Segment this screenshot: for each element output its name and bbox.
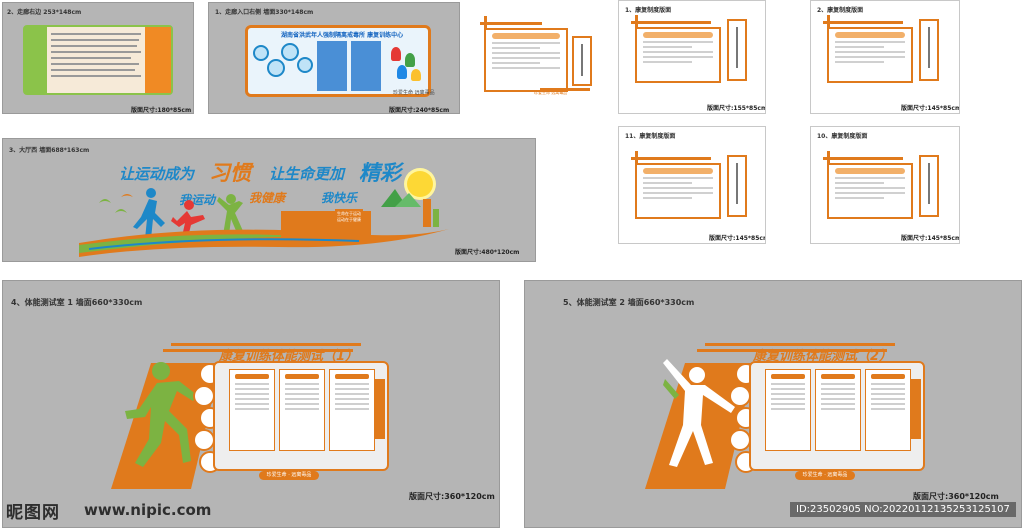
- entry-bubble: [297, 57, 313, 73]
- vertical-board: [919, 19, 939, 81]
- kick-figure-icon: [171, 200, 205, 241]
- entry-sport-figures: [387, 43, 425, 83]
- nipic-logo: 昵图网: [6, 503, 60, 523]
- entry-pill: 珍爱生命 远离毒品: [393, 90, 435, 96]
- fitness-title: 康复训练体能测试（1）: [219, 349, 359, 364]
- panel-fitness-2: 5、体能测试室 2 墙面660*330cm 康复训练体能测试（2） 珍爱生命 ·…: [524, 280, 1022, 528]
- panel-hall-west: 3、大厅西 墙面688*163cm 让运动成为 习惯 让生命更加 精彩 我运动 …: [2, 138, 536, 262]
- runner-icon: [133, 188, 165, 239]
- panel-label: 2、康复制度版面: [817, 7, 864, 14]
- vertical-board: [572, 36, 592, 86]
- panel-size: 版面尺寸:180*85cm: [131, 107, 192, 114]
- bird-icon: [99, 194, 133, 213]
- vertical-board: [727, 155, 747, 217]
- panel-label: 11、康复制度版面: [625, 133, 676, 140]
- test-board: [815, 369, 861, 451]
- board-left-group: 珍爱生命 远离毒品: [476, 14, 602, 100]
- panel-label: 2、走廊右边 253*148cm: [7, 9, 82, 16]
- slogan-part: 让运动成为: [119, 165, 195, 183]
- side-tile: [433, 209, 439, 227]
- sub-slogan: 我健康: [249, 191, 286, 205]
- panel-corridor-right: 2、走廊右边 253*148cm 版面尺寸:180*85cm: [2, 2, 194, 114]
- sun-icon: [407, 171, 433, 197]
- panel-corridor-entry: 1、走廊入口右侧 墙面330*148cm 湖南省洪武年人强制隔离戒毒所 康复训练…: [208, 2, 460, 114]
- photo-circle: [729, 429, 751, 451]
- test-board: [329, 369, 375, 451]
- entry-bubble: [281, 43, 299, 61]
- corridor-right-board: [23, 25, 173, 95]
- fitness-pill: 珍爱生命 · 远离毒品: [795, 471, 855, 480]
- panel-rehab-1: 1、康复制度版面 版面尺寸:155*85cm: [618, 0, 766, 114]
- side-bar: [911, 379, 921, 439]
- photo-circle: [193, 429, 215, 451]
- fitness-pill: 珍爱生命 · 远离毒品: [259, 471, 319, 480]
- info-board: [635, 27, 721, 83]
- photo-circle: [729, 385, 751, 407]
- test-board: [279, 369, 325, 451]
- panel-fitness-1: 4、体能测试室 1 墙面660*330cm 康复训练体能测试（1） 珍爱生命 ·…: [2, 280, 500, 528]
- slogan-emphasis: 精彩: [359, 161, 401, 185]
- panel-size: 版面尺寸:240*85cm: [389, 107, 450, 114]
- info-board: [827, 163, 913, 219]
- panel-rehab-11: 11、康复制度版面 版面尺寸:145*85cm: [618, 126, 766, 244]
- panel-size: 版面尺寸:360*120cm: [913, 492, 999, 501]
- test-board: [229, 369, 275, 451]
- entry-bubble: [267, 59, 285, 77]
- panel-size: 版面尺寸:360*120cm: [409, 492, 495, 501]
- panel-label: 5、体能测试室 2 墙面660*330cm: [563, 298, 695, 307]
- panel-size: 版面尺寸:145*85cm: [901, 105, 960, 112]
- panel-label: 4、体能测试室 1 墙面660*330cm: [11, 298, 143, 307]
- jump-figure-icon: [217, 194, 243, 235]
- runner-silhouette-icon: [125, 362, 197, 467]
- mountain-icon: [381, 189, 421, 207]
- slogan-part: 让生命更加: [269, 165, 345, 183]
- panel-label: 1、走廊入口右侧 墙面330*148cm: [215, 9, 314, 16]
- side-bar: [375, 379, 385, 439]
- vertical-board: [727, 19, 747, 81]
- fitness-title: 康复训练体能测试（2）: [753, 349, 893, 364]
- panel-rehab-10: 10、康复制度版面 版面尺寸:145*85cm: [810, 126, 960, 244]
- vertical-board: [919, 155, 939, 217]
- panel-size: 版面尺寸:145*85cm: [709, 235, 766, 242]
- slogan-emphasis: 习惯: [209, 161, 251, 185]
- sub-slogan: 我快乐: [321, 191, 358, 205]
- stretch-figure-icon: [663, 359, 735, 467]
- info-board: [635, 163, 721, 219]
- entry-bubble: [253, 45, 269, 61]
- nipic-url[interactable]: www.nipic.com: [84, 501, 212, 519]
- sport-tile-text: 生命在于运动 运动在于健康: [335, 209, 363, 225]
- panel-label: 1、康复制度版面: [625, 7, 672, 14]
- swoosh-decoration: [79, 229, 449, 257]
- info-board: [827, 27, 913, 83]
- entry-board: [351, 41, 381, 91]
- panel-rehab-2: 2、康复制度版面 版面尺寸:145*85cm: [810, 0, 960, 114]
- entry-title: 湖南省洪武年人强制隔离戒毒所 康复训练中心: [281, 32, 404, 39]
- side-tile: [423, 199, 431, 227]
- entry-board: [317, 41, 347, 91]
- photo-circle: [193, 385, 215, 407]
- panel-size: 版面尺寸:145*85cm: [901, 235, 960, 242]
- panel-label: 10、康复制度版面: [817, 133, 868, 140]
- panel-size: 版面尺寸:480*120cm: [455, 249, 520, 256]
- board-left-pill: 珍爱生命 远离毒品: [534, 90, 568, 95]
- panel-label: 3、大厅西 墙面688*163cm: [9, 147, 90, 154]
- info-board: [484, 28, 568, 92]
- panel-size: 版面尺寸:155*85cm: [707, 105, 766, 112]
- test-board: [765, 369, 811, 451]
- image-id-badge: ID:23502905 NO:20220112135253125107: [790, 502, 1016, 517]
- test-board: [865, 369, 911, 451]
